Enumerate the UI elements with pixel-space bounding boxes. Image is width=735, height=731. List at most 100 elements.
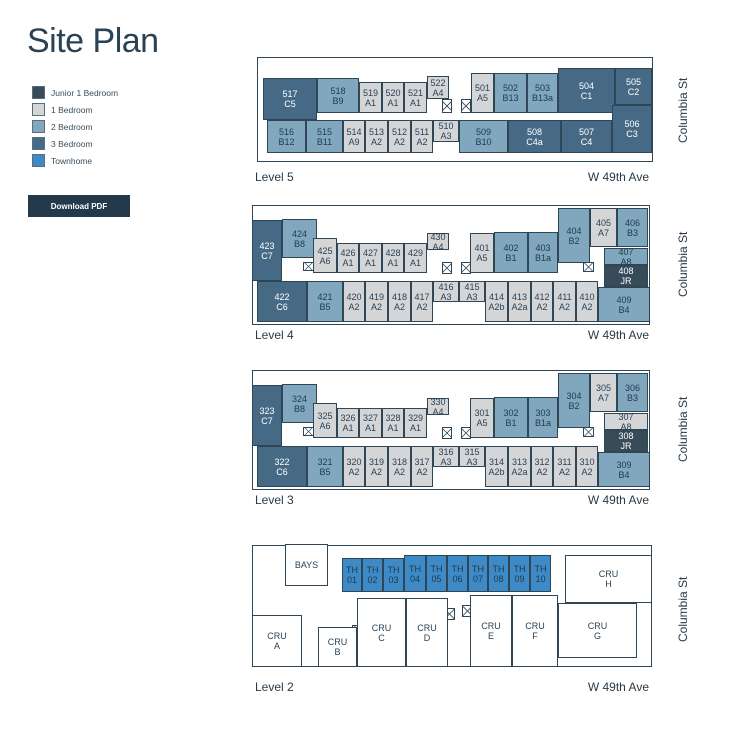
download-pdf-button[interactable]: Download PDF [28,195,130,217]
unit-bays[interactable]: BAYS [285,544,328,586]
